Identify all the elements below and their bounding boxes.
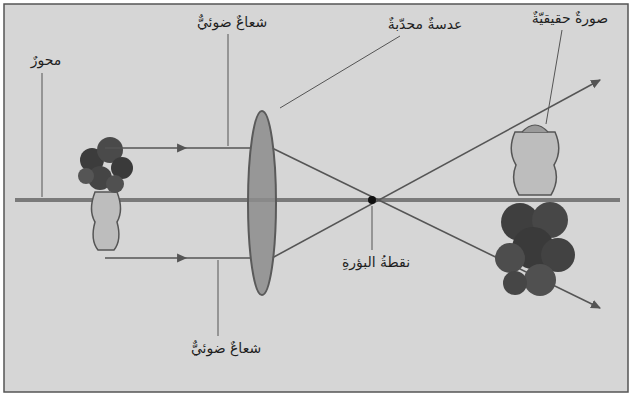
ray-label: شعاعٌ ضوئيٌّ	[191, 340, 261, 357]
leader-line	[42, 73, 43, 197]
convex-lens	[248, 111, 276, 295]
leader-line	[280, 36, 400, 108]
focus-label: نقطةُ البؤرةِ	[342, 254, 410, 271]
light-ray	[186, 147, 250, 149]
ray-label: شعاعٌ ضوئيٌّ	[197, 14, 267, 31]
light-ray	[105, 257, 186, 259]
leader-line	[218, 260, 219, 336]
leader-line	[546, 30, 562, 124]
lens-label: عدسةٌ محدّبةٌ	[388, 16, 463, 33]
leader-line	[372, 206, 373, 250]
object-vase	[78, 137, 133, 250]
light-ray	[105, 147, 186, 149]
leader-line	[228, 34, 229, 146]
light-ray	[186, 257, 250, 259]
axis-label: محورٌ	[31, 52, 62, 69]
refracted-ray	[272, 80, 600, 258]
real-image	[495, 125, 575, 296]
background-panel	[4, 4, 628, 392]
focal-point	[368, 196, 376, 204]
image-label: صورةٌ حقيقيّةٌ	[532, 10, 608, 27]
